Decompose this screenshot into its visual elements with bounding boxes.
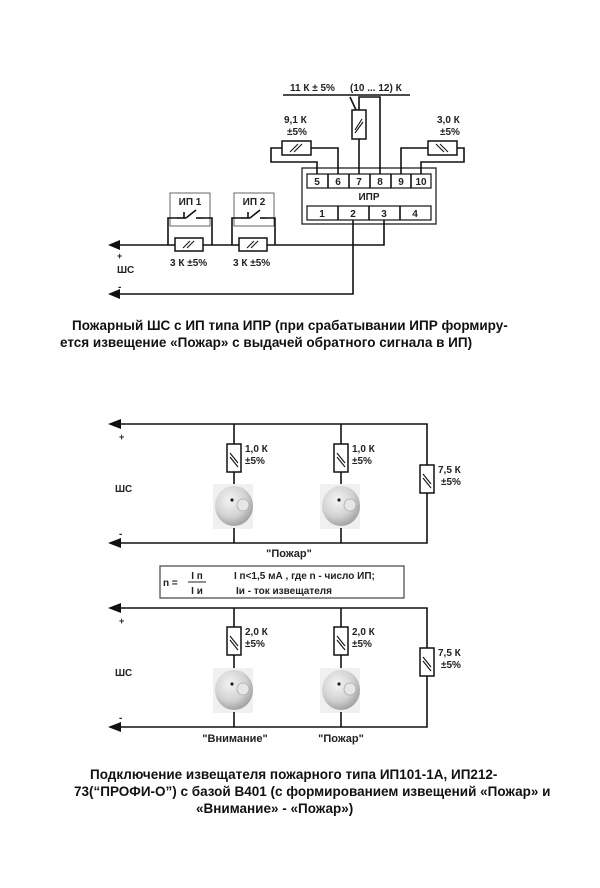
ipr-label: ИПР — [358, 192, 379, 203]
terminal-7: 7 — [356, 177, 362, 188]
ipr-top-terminals: 5 6 7 8 9 10 — [306, 173, 432, 189]
caption-detectors-line2: 73(“ПРОФИ-О”) с базой В401 (с формирован… — [74, 784, 551, 799]
resistor-branch-a — [226, 443, 242, 473]
resistor-30k-tol: ±5% — [440, 127, 460, 138]
end-of-line-resistor — [419, 464, 435, 494]
arrow-plus-icon — [108, 603, 121, 613]
wire-t8 — [358, 96, 381, 174]
resistor-91k-tol: ±5% — [287, 127, 307, 138]
caption-ipr-line1: Пожарный ШС с ИП типа ИПР (при срабатыва… — [72, 318, 508, 333]
loop-wires — [116, 607, 428, 728]
terminal-3: 3 — [381, 209, 387, 220]
resistor-b-tol: ±5% — [352, 639, 372, 650]
minus-sign: - — [119, 529, 122, 540]
detector-ip1: ИП 1 — [167, 192, 213, 252]
loop-label: ШС — [117, 265, 134, 276]
plus-sign: + — [117, 251, 122, 261]
resistor-end-tol: ±5% — [441, 477, 461, 488]
smoke-detector-icon — [320, 484, 360, 529]
diagram-detectors-1k: + ШС - 1,0 К ±5% 1,0 К ±5% — [108, 419, 462, 560]
wire-t6 — [311, 147, 339, 174]
wire-t9 — [400, 147, 428, 174]
arrow-plus-icon — [108, 240, 120, 250]
resistor-a-tol: ±5% — [245, 639, 265, 650]
formula-numerator: I п — [191, 571, 203, 582]
resistor-end-value: 7,5 К — [438, 648, 462, 659]
plus-sign: + — [119, 616, 124, 626]
resistor-b-value: 2,0 К — [352, 627, 376, 638]
leader-line — [349, 96, 357, 111]
r1-label: 3 К ±5% — [170, 258, 207, 269]
diagram-ipr: 11 К ± 5% (10 ... 12) К 5 6 7 8 9 10 ИПР… — [108, 83, 465, 299]
resistor-91k-value: 9,1 К — [284, 115, 308, 126]
terminal-2: 2 — [350, 209, 356, 220]
arrow-plus-icon — [108, 419, 121, 429]
resistor-91k — [281, 140, 312, 156]
wire-t10 — [420, 147, 465, 174]
resistor-a-value: 1,0 К — [245, 444, 269, 455]
r2-label: 3 К ±5% — [233, 258, 270, 269]
smoke-detector-icon — [213, 484, 253, 529]
resistor-a-tol: ±5% — [245, 456, 265, 467]
terminal-4: 4 — [412, 209, 418, 220]
caption-ipr-line2: ется извещение «Пожар» с выдачей обратно… — [60, 335, 473, 350]
plus-sign: + — [119, 432, 124, 442]
formula-denominator: I и — [191, 586, 203, 597]
caption-detectors-line3: «Внимание» - «Пожар») — [196, 801, 354, 816]
arrow-minus-icon — [108, 538, 121, 548]
formula-lhs: n = — [163, 578, 178, 589]
resistor-branch-a — [226, 626, 242, 656]
wire-t5 — [270, 147, 318, 174]
resistor-branch-b — [333, 443, 349, 473]
terminal-5: 5 — [314, 177, 320, 188]
minus-sign: - — [119, 713, 122, 724]
formula-line1: I п<1,5 мА , где n - число ИП; — [234, 571, 375, 582]
terminal-10: 10 — [415, 177, 427, 188]
ip2-label: ИП 2 — [243, 197, 266, 208]
resistor-30k — [427, 140, 458, 156]
resistor-end-value: 7,5 К — [438, 465, 462, 476]
arrow-minus-icon — [108, 289, 120, 299]
terminal-1: 1 — [319, 209, 325, 220]
ipr-bottom-terminals: 1 2 3 4 — [306, 205, 432, 221]
caption-ipr: Пожарный ШС с ИП типа ИПР (при срабатыва… — [0, 317, 600, 351]
loop-minus-wire — [116, 220, 354, 295]
minus-sign: - — [118, 282, 121, 293]
resistor-branch-b — [333, 626, 349, 656]
formula-box: n = I п I и I п<1,5 мА , где n - число И… — [159, 565, 405, 599]
diagram-detectors-2k: + ШС - 2,0 К ±5% 2,0 К ±5% — [108, 603, 462, 745]
smoke-detector-icon — [213, 668, 253, 713]
loop-plus-wire — [116, 220, 385, 246]
resistor-11k-label: 11 К ± 5% — [290, 83, 335, 94]
loop-label: ШС — [115, 668, 132, 679]
smoke-detector-icon — [320, 668, 360, 713]
state-fire-label: "Пожар" — [266, 548, 312, 560]
caption-detectors: Подключение извещателя пожарного типа ИП… — [0, 766, 600, 817]
ip1-label: ИП 1 — [179, 197, 202, 208]
resistor-b-value: 1,0 К — [352, 444, 376, 455]
loop-wires — [116, 423, 428, 544]
terminal-8: 8 — [377, 177, 383, 188]
caption-detectors-line1: Подключение извещателя пожарного типа ИП… — [90, 767, 498, 782]
arrow-minus-icon — [108, 722, 121, 732]
terminal-9: 9 — [398, 177, 404, 188]
detector-ip2: ИП 2 — [231, 192, 276, 252]
end-of-line-resistor — [419, 647, 435, 677]
resistor-a-value: 2,0 К — [245, 627, 269, 638]
resistor-30k-value: 3,0 К — [437, 115, 461, 126]
state-fire-label: "Пожар" — [318, 733, 364, 745]
state-attention-label: "Внимание" — [202, 733, 267, 745]
terminal-6: 6 — [335, 177, 341, 188]
resistor-b-tol: ±5% — [352, 456, 372, 467]
resistor-11k — [351, 109, 367, 140]
resistor-range-label: (10 ... 12) К — [350, 83, 403, 94]
loop-label: ШС — [115, 484, 132, 495]
formula-line2: Iи - ток извещателя — [236, 586, 332, 597]
resistor-end-tol: ±5% — [441, 660, 461, 671]
